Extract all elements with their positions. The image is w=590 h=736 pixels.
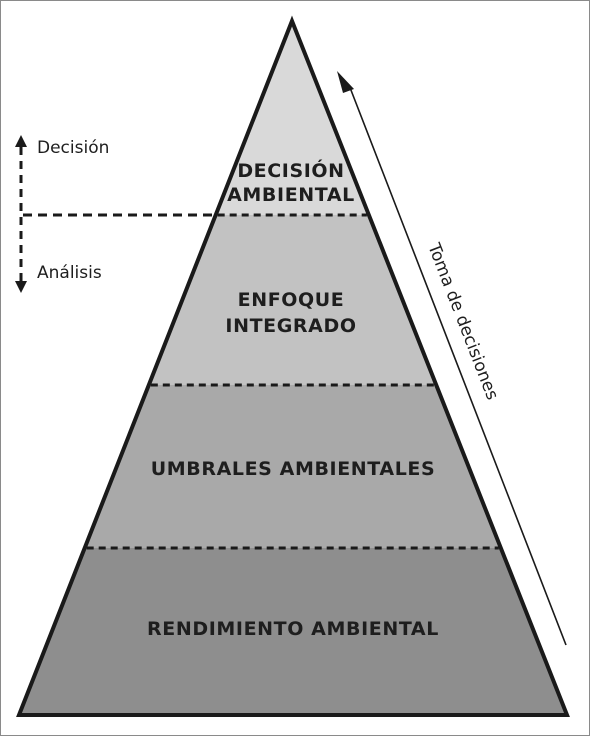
analysis-label: Análisis	[37, 263, 102, 283]
layer-label-decision-line1: DECISIÓN	[237, 158, 344, 182]
layer-umbrales-ambientales	[84, 385, 501, 548]
arrow-down-icon	[15, 281, 27, 293]
layer-decision-ambiental	[215, 21, 369, 215]
decision-analysis-indicator	[15, 135, 27, 293]
layer-label-enfoque-line2: INTEGRADO	[225, 315, 356, 337]
layer-label-umbrales: UMBRALES AMBIENTALES	[151, 458, 436, 480]
layer-label-rendimiento: RENDIMIENTO AMBIENTAL	[147, 618, 439, 640]
arrow-up-icon	[15, 135, 27, 147]
layer-label-enfoque-line1: ENFOQUE	[238, 289, 345, 311]
layer-label-decision-line2: AMBIENTAL	[227, 184, 355, 206]
decision-label: Decisión	[37, 138, 109, 158]
pyramid-outline	[16, 15, 570, 717]
layer-rendimiento-ambiental	[19, 548, 567, 715]
arrow-up-icon	[337, 71, 354, 93]
layer-enfoque-integrado	[148, 215, 437, 385]
decision-making-arrow	[337, 71, 567, 646]
